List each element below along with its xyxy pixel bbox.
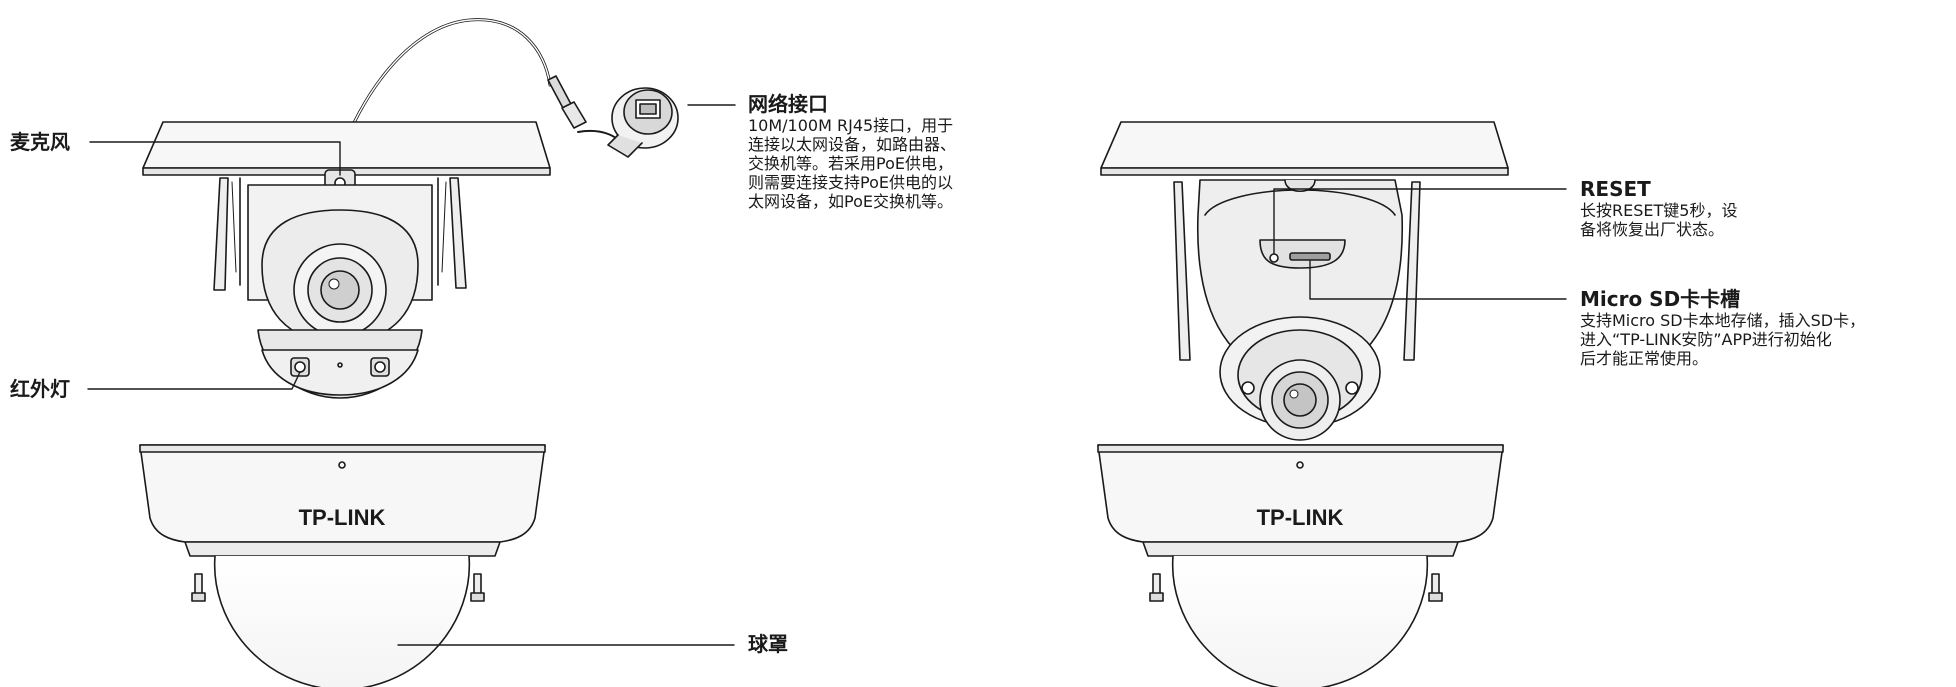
- network-desc-1: 10M/100M RJ45接口，用于: [748, 116, 954, 135]
- right-camera-body: [1100, 121, 1509, 441]
- ir-led-right: [374, 361, 386, 373]
- mic-label: 麦克风: [10, 130, 70, 154]
- reset-leader: [1273, 188, 1567, 255]
- network-desc-4: 则需要连接支持PoE供电的以: [748, 173, 953, 192]
- left-cover: [139, 444, 546, 687]
- left-camera-body: [142, 18, 679, 399]
- ir-led-left: [294, 361, 306, 373]
- network-title: 网络接口: [748, 92, 828, 116]
- reset-desc-1: 长按RESET键5秒，设: [1580, 201, 1738, 220]
- network-desc-5: 太网设备，如PoE交换机等。: [748, 192, 953, 211]
- rj45-connector: [607, 87, 679, 158]
- reset-desc-2: 备将恢复出厂状态。: [1580, 220, 1725, 239]
- dome-label: 球罩: [748, 632, 788, 656]
- ir-leader: [87, 371, 301, 390]
- sd-desc-2: 进入“TP-LINK安防”APP进行初始化: [1580, 330, 1832, 349]
- mic-leader: [89, 141, 341, 176]
- sd-title: Micro SD卡卡槽: [1580, 287, 1741, 311]
- sd-callout: Micro SD卡卡槽 支持Micro SD卡本地存储，插入SD卡， 进入“TP…: [1580, 287, 1865, 368]
- leader-lines: [87, 104, 1567, 646]
- left-logo: TP-LINK: [299, 505, 386, 530]
- reset-callout: RESET 长按RESET键5秒，设 备将恢复出厂状态。: [1580, 177, 1737, 239]
- network-desc-2: 连接以太网设备，如路由器、: [748, 135, 957, 154]
- reset-title: RESET: [1580, 177, 1651, 201]
- dome-cover-right: [1171, 555, 1429, 687]
- right-cover: [1097, 444, 1504, 687]
- reset-button: [1269, 253, 1279, 263]
- sd-desc-1: 支持Micro SD卡本地存储，插入SD卡，: [1580, 311, 1866, 330]
- ir-label: 红外灯: [10, 377, 70, 401]
- sd-desc-3: 后才能正常使用。: [1580, 349, 1709, 368]
- right-logo: TP-LINK: [1257, 505, 1344, 530]
- dome-cover-left: [213, 555, 471, 687]
- network-desc-3: 交换机等。若采用PoE供电，: [748, 154, 953, 173]
- sd-leader: [1309, 260, 1567, 300]
- network-callout: 网络接口 10M/100M RJ45接口，用于 连接以太网设备，如路由器、 交换…: [748, 92, 956, 211]
- sd-card-slot: [1289, 252, 1331, 261]
